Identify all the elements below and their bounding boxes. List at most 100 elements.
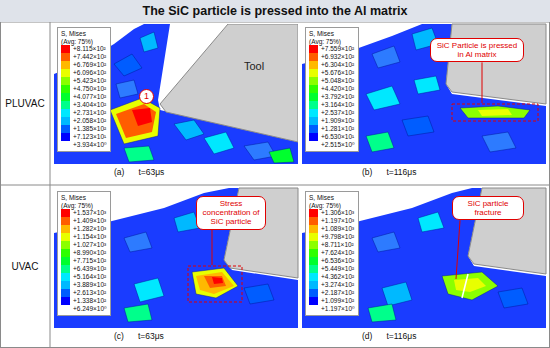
leader-line	[212, 230, 213, 265]
legend-swatch	[61, 85, 70, 93]
legend-row: +2.058×10²	[61, 117, 107, 125]
leader-line	[482, 62, 483, 103]
legend-row: +1.338×10²	[61, 297, 107, 305]
legend-swatch	[61, 109, 70, 117]
legend-row: +1.027×10³	[61, 241, 107, 249]
panel-caption: (b) t=116μs	[360, 167, 418, 177]
legend-swatch	[61, 241, 70, 249]
legend-row: +6.439×10²	[61, 265, 107, 273]
legend-value: +8.990×10²	[73, 249, 106, 257]
legend-row: +1.197×10⁰	[309, 305, 355, 313]
legend-row: +6.536×10²	[309, 257, 355, 265]
legend-spacer	[309, 141, 318, 149]
legend-row: +4.420×10²	[309, 85, 355, 93]
legend-swatch	[61, 125, 70, 133]
legend-row: +1.154×10³	[61, 233, 107, 241]
row-label: UVAC	[0, 185, 50, 348]
legend-value: +4.420×10²	[321, 85, 354, 93]
node-text: 1	[144, 91, 149, 101]
legend-value: +1.537×10³	[73, 209, 106, 217]
contour-legend: S, Mises(Avg: 75%)+1.306×10³+1.197×10³+1…	[305, 191, 359, 316]
legend-row: +3.164×10²	[309, 101, 355, 109]
legend-value: +1.409×10³	[73, 217, 106, 225]
node-text: SiC Particle is pressed in Al matrix	[437, 41, 517, 59]
legend-swatch	[309, 125, 318, 133]
time-label: t=63μs	[138, 331, 164, 341]
callout-box: SiC particle fracture	[452, 196, 524, 220]
legend-swatch	[309, 85, 318, 93]
legend-swatch	[309, 249, 318, 257]
node-text: Stress concentration of SiC particle	[203, 199, 260, 226]
time-label: t=116μs	[386, 167, 416, 177]
legend-value: +1.027×10³	[73, 241, 106, 249]
panel-caption: (d)t=116μs	[360, 331, 418, 341]
legend-row: +9.798×10²	[309, 233, 355, 241]
legend-header: (Avg: 75%)	[309, 38, 355, 46]
legend-swatch	[309, 117, 318, 125]
legend-header: S, Mises	[61, 194, 107, 202]
legend-value: +1.909×10²	[321, 117, 354, 125]
legend-swatch	[309, 273, 318, 281]
legend-value: +1.338×10²	[73, 297, 106, 305]
legend-spacer	[61, 141, 70, 149]
legend-value: +8.115×10²	[73, 45, 106, 53]
legend-row: +8.711×10²	[309, 241, 355, 249]
legend-value: +6.096×10²	[73, 69, 106, 77]
panel-letter: (b)	[362, 167, 372, 177]
time-label: t=116μs	[386, 331, 416, 341]
legend-row: +6.304×10²	[309, 61, 355, 69]
legend-row: +2.731×10²	[61, 109, 107, 117]
legend-row: +1.089×10³	[309, 225, 355, 233]
legend-value: +2.187×10²	[321, 289, 354, 297]
legend-swatch	[309, 93, 318, 101]
legend-swatch	[61, 249, 70, 257]
panel-letter: (a)	[114, 167, 124, 177]
legend-value: +5.164×10²	[73, 273, 106, 281]
legend-row: +4.750×10²	[61, 85, 107, 93]
legend-value: +5.048×10²	[321, 77, 354, 85]
legend-row: +6.769×10²	[61, 61, 107, 69]
legend-row: +7.123×10¹	[61, 133, 107, 141]
legend-value: +4.362×10²	[321, 273, 354, 281]
legend-row: +6.932×10²	[309, 53, 355, 61]
legend-swatch	[61, 257, 70, 265]
legend-value: +5.676×10²	[321, 69, 354, 77]
legend-value: +3.889×10²	[73, 281, 106, 289]
legend-row: +7.442×10²	[61, 53, 107, 61]
legend-row: +1.385×10²	[61, 125, 107, 133]
legend-swatch	[61, 45, 70, 53]
legend-row: +2.613×10²	[61, 289, 107, 297]
legend-value: +2.613×10²	[73, 289, 106, 297]
legend-value: +5.423×10²	[73, 77, 106, 85]
contour-legend: S, Mises(Avg: 75%)+7.559×10²+6.932×10²+6…	[305, 27, 359, 152]
legend-row: +2.537×10²	[309, 109, 355, 117]
legend-swatch	[61, 53, 70, 61]
legend-row: +3.792×10²	[309, 93, 355, 101]
legend-value: +6.536×10²	[321, 257, 354, 265]
legend-row: +1.909×10²	[309, 117, 355, 125]
legend-row: +8.115×10²	[61, 45, 107, 53]
legend-row: +5.423×10²	[61, 77, 107, 85]
legend-value: +3.164×10²	[321, 101, 354, 109]
panel-caption: (a) t=63μs	[112, 167, 166, 177]
legend-value: +6.530×10¹	[321, 133, 354, 141]
legend-row: +4.362×10²	[309, 273, 355, 281]
row-label: PLUVAC	[0, 22, 50, 185]
legend-swatch	[309, 297, 318, 305]
legend-swatch	[61, 93, 70, 101]
node-text: SiC particle fracture	[468, 199, 509, 217]
time-label: t=63μs	[138, 167, 164, 177]
node-text: PLUVAC	[5, 98, 44, 109]
legend-swatch	[61, 61, 70, 69]
legend-header: S, Mises	[309, 30, 355, 38]
callout-box: SiC Particle is pressed in Al matrix	[430, 38, 524, 62]
callout-box: Stress concentration of SiC particle	[196, 196, 266, 230]
legend-row: +3.404×10²	[61, 101, 107, 109]
contour-legend: S, Mises(Avg: 75%)+1.537×10³+1.409×10³+1…	[57, 191, 111, 316]
legend-value: +2.058×10²	[73, 117, 106, 125]
legend-header: S, Mises	[309, 194, 355, 202]
legend-value: +3.934×10⁰	[73, 141, 107, 149]
contour-legend: S, Mises(Avg: 75%)+8.115×10²+7.442×10²+6…	[57, 27, 111, 152]
panel-letter: (c)	[114, 331, 124, 341]
node-text: UVAC	[11, 261, 38, 272]
